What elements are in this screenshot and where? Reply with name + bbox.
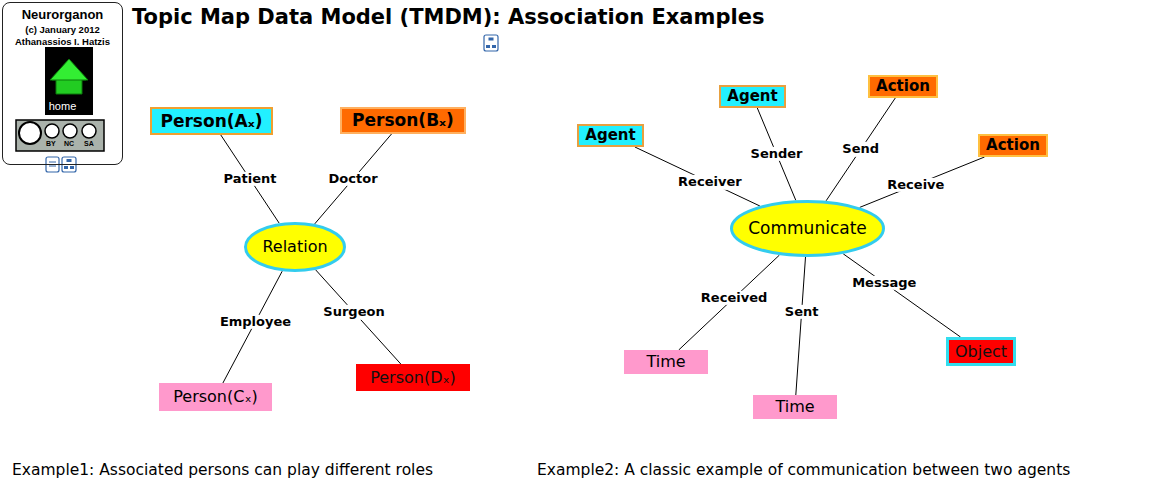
association-ellipse: Relation [244,222,346,272]
role-label: Send [840,142,881,156]
association-line [679,255,780,350]
association-line [316,270,401,364]
node-text: Agent [585,127,635,144]
sitemap-icon-part [64,166,68,169]
author-badge: Neurorganon (c) January 2012Athanassios I… [2,2,123,165]
object-box: Object [946,337,1016,366]
nc-icon [63,124,77,138]
cc-badge [16,120,104,151]
sa-icon [82,124,96,138]
page-icon-line [49,162,56,163]
node-text: Relation [262,238,327,256]
home-caption: home [3,100,122,112]
house-roof [50,59,88,80]
node-text: Agent [727,88,777,105]
person-box: Person(Dₓ) [356,364,470,391]
person-box: Person(Cₓ) [159,383,272,411]
node-text: Person(Aₓ) [161,112,263,131]
example-caption: Example1: Associated persons can play di… [12,462,433,479]
page-icon-line [49,166,56,167]
license-code: SA [84,140,94,148]
agent-box: Agent [719,85,786,108]
person-box: Person(Bₓ) [340,107,466,134]
association-line [796,257,806,395]
association-line [315,134,392,224]
association-line [843,254,960,337]
association-ellipse: Communicate [730,200,885,257]
example-caption: Example2: A classic example of communica… [537,462,1070,479]
role-label: Doctor [327,172,380,186]
node-text: Person(Bₓ) [352,111,454,130]
badge-text: Neurorganon [3,7,122,22]
diagram-title: Topic Map Data Model (TMDM): Association… [132,5,764,29]
sitemap-icon-part [67,159,72,162]
association-line [635,147,760,206]
node-text: Time [775,398,814,416]
node-text: Person(Cₓ) [173,388,258,406]
role-label: Receiver [676,175,744,189]
role-label: Message [850,276,918,290]
role-label: Surgeon [321,305,386,319]
cc-logo [19,122,41,144]
license-code: BY [46,140,56,148]
person-box: Person(Aₓ) [150,107,273,135]
sitemap-icon-part [486,45,490,48]
agent-box: Agent [577,124,644,147]
sitemap-icon-part [492,45,496,48]
sitemap-icon-part [489,38,494,41]
time-box: Time [624,350,708,374]
ellipse-shape [246,224,345,271]
node-text: Action [986,137,1040,154]
license-code: NC [64,140,74,148]
role-label: Sent [783,305,821,319]
badge-text: Athanassios I. Hatzis [3,36,122,47]
ellipse-shape [732,202,884,256]
action-box: Action [978,134,1048,157]
role-label: Receive [885,178,946,192]
node-text: Communicate [748,219,867,238]
node-text: Action [876,78,930,95]
by-icon [45,124,59,138]
node-text: Time [646,353,685,371]
role-label: Received [699,291,769,305]
node-text: Object [955,343,1007,361]
badge-text: (c) January 2012 [3,24,122,35]
sitemap-icon [484,35,498,51]
association-line [221,135,279,223]
role-label: Patient [222,172,279,186]
node-text: Person(Dₓ) [370,369,456,387]
role-label: Sender [749,147,805,161]
sitemap-icon-part [70,166,74,169]
action-box: Action [868,75,938,98]
time-box: Time [753,395,837,419]
role-label: Employee [218,314,293,328]
association-line [860,157,985,207]
